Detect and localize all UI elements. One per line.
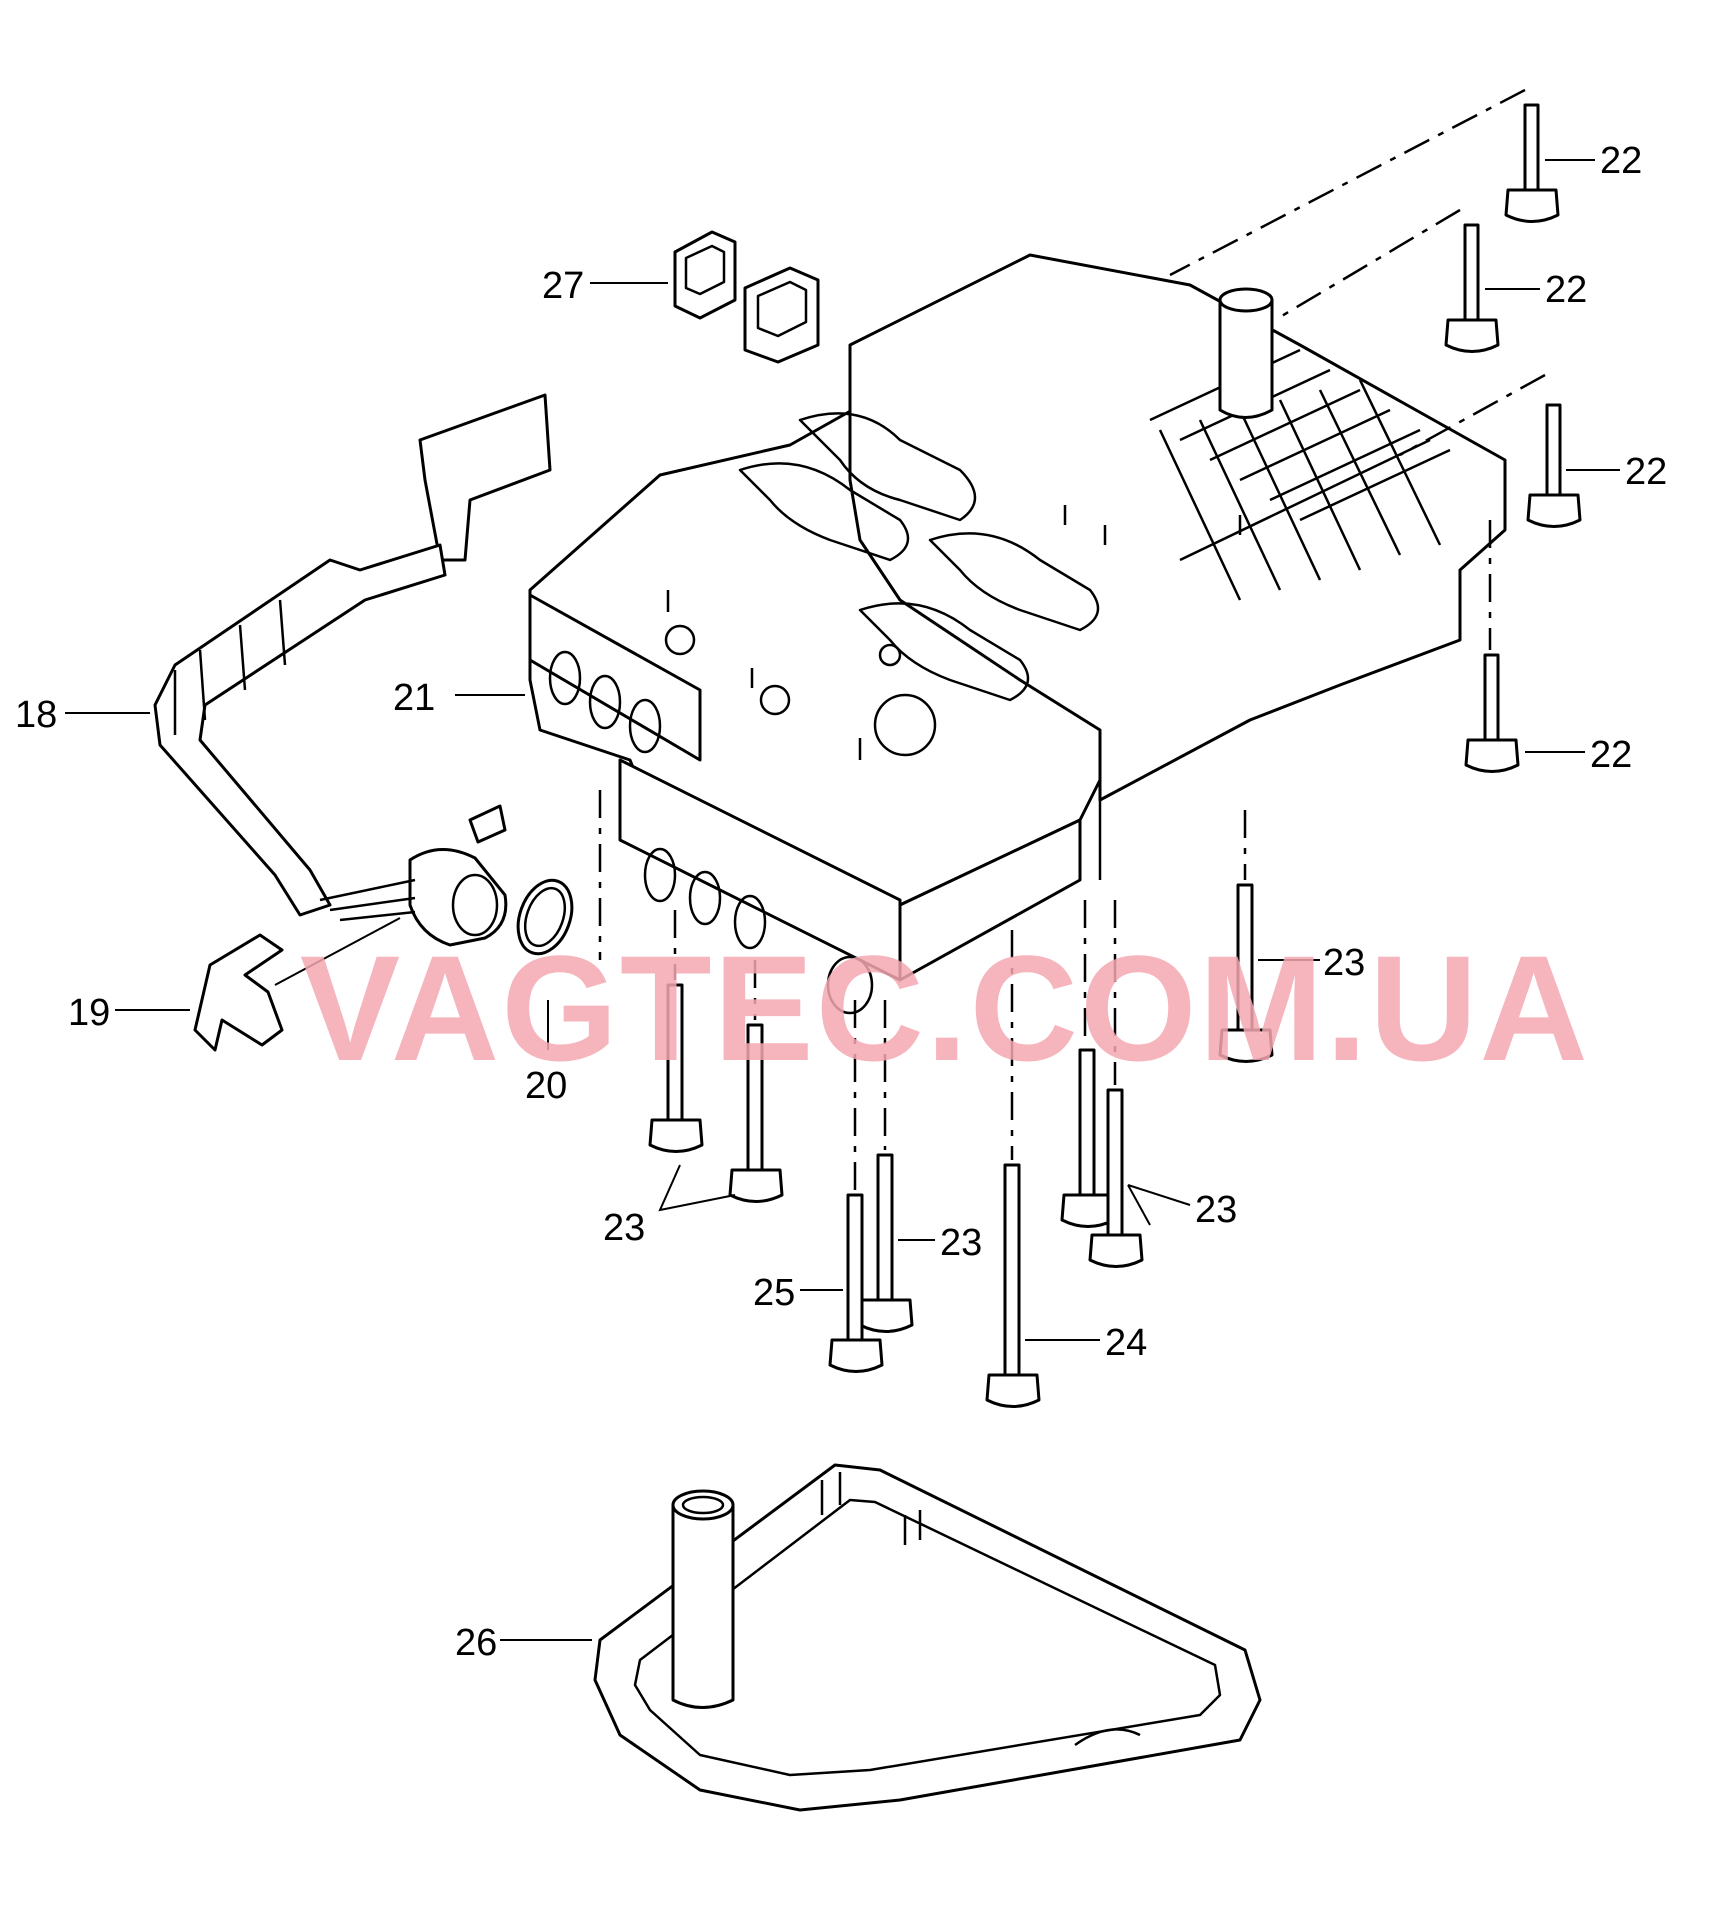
- callout-23-c: 23: [603, 1207, 645, 1249]
- callout-27: 27: [542, 265, 584, 307]
- part-22-bolts[interactable]: [1169, 88, 1620, 773]
- callout-22-d: 22: [1590, 734, 1632, 776]
- callout-24: 24: [1105, 1322, 1147, 1364]
- part-25-bolt[interactable]: [800, 1000, 884, 1373]
- part-26-filter[interactable]: [500, 1463, 1262, 1812]
- callout-25: 25: [753, 1272, 795, 1314]
- callout-26: 26: [455, 1622, 497, 1664]
- part-23-bolts[interactable]: [648, 810, 1320, 1333]
- callout-19: 19: [68, 992, 110, 1034]
- part-20-o-ring[interactable]: [509, 790, 602, 1050]
- callout-23-d: 23: [940, 1222, 982, 1264]
- callout-20: 20: [525, 1065, 567, 1107]
- part-19-clip[interactable]: [115, 917, 401, 1052]
- callout-23-a: 23: [1323, 942, 1365, 984]
- callout-22-a: 22: [1600, 140, 1642, 182]
- callout-21: 21: [393, 677, 435, 719]
- part-18-wiring-harness[interactable]: [65, 393, 552, 947]
- part-27-seals[interactable]: [590, 230, 820, 364]
- callout-22-c: 22: [1625, 451, 1667, 493]
- part-21-valve-body[interactable]: [455, 253, 1507, 1015]
- callout-22-b: 22: [1545, 269, 1587, 311]
- callout-18: 18: [15, 694, 57, 736]
- watermark: VAGTEC.COM.UA: [300, 924, 1590, 1092]
- callout-23-b: 23: [1195, 1189, 1237, 1231]
- part-24-bolt[interactable]: [985, 930, 1100, 1408]
